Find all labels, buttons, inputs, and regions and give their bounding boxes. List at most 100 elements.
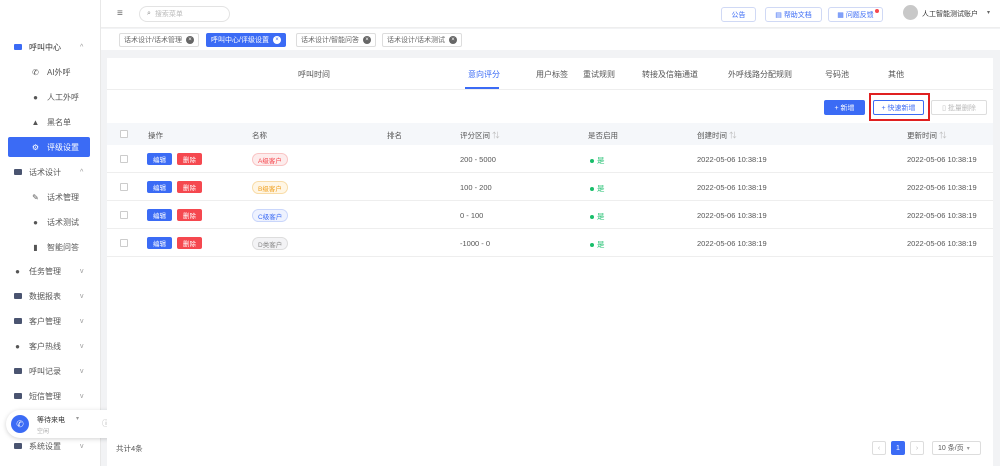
sidebar-item-smart-qa[interactable]: ▮ 智能问答 (0, 237, 101, 257)
settings-tabs: 呼叫时间 意向评分 用户标签 重试规则 转接及信箱通道 外呼线路分配规则 号码池… (107, 58, 993, 90)
table-row: 编辑 删除 D类客户 -1000 - 0 是 2022-05-06 10:38:… (107, 229, 993, 257)
main-content: + 新增 + 快速新增 ▯批量删除 操作 名称 排名 评分区间 ⇅ 是否启用 创… (107, 90, 993, 466)
help-docs-button[interactable]: ▤帮助文档 (765, 7, 822, 22)
next-page-button[interactable]: › (910, 441, 924, 455)
level-badge: B级客户 (252, 181, 288, 194)
sidebar-item-script-test[interactable]: ● 话术测试 (0, 212, 101, 232)
range-cell: 100 - 200 (460, 183, 492, 192)
page-size-select[interactable]: 10 条/页▾ (932, 441, 981, 455)
edit-button[interactable]: 编辑 (147, 181, 172, 193)
sort-icon: ⇅ (492, 131, 500, 140)
tab-other[interactable]: 其他 (888, 70, 904, 79)
menu-toggle-icon[interactable]: ≡ (117, 8, 123, 19)
table-header: 操作 名称 排名 评分区间 ⇅ 是否启用 创建时间 ⇅ 更新时间 ⇅ (107, 123, 993, 145)
nav-group-system[interactable]: 系统设置 v (0, 436, 101, 456)
th-created[interactable]: 创建时间 ⇅ (697, 131, 737, 140)
delete-button[interactable]: 删除 (177, 209, 202, 221)
nav-group-reports[interactable]: 数据报表 v (0, 286, 101, 306)
user-icon: ● (33, 92, 38, 102)
nav-group-hotline[interactable]: ● 客户热线 v (0, 336, 101, 356)
th-updated[interactable]: 更新时间 ⇅ (907, 131, 947, 140)
edit-button[interactable]: 编辑 (147, 209, 172, 221)
nav-group-sms[interactable]: 短信管理 v (0, 386, 101, 406)
th-range[interactable]: 评分区间 ⇅ (460, 131, 500, 140)
active-tab-indicator (465, 87, 499, 89)
updated-cell: 2022-05-06 10:38:19 (907, 239, 977, 248)
row-checkbox[interactable] (120, 239, 128, 247)
updated-cell: 2022-05-06 10:38:19 (907, 155, 977, 164)
nav-group-script-design[interactable]: 话术设计 ^ (0, 162, 101, 182)
updated-cell: 2022-05-06 10:38:19 (907, 183, 977, 192)
search-icon: ⌕ (147, 10, 151, 17)
customer-icon (13, 317, 22, 326)
range-cell: -1000 - 0 (460, 239, 491, 248)
tab-call-time[interactable]: 呼叫时间 (298, 70, 330, 79)
sidebar: 呼叫中心 ^ ✆ AI外呼 ● 人工外呼 ▲ 黑名单 ⚙ 评级设置 话术设计 ^… (0, 0, 101, 466)
tag-script-test[interactable]: 话术设计/话术测试× (382, 33, 462, 47)
table-row: 编辑 删除 A级客户 200 - 5000 是 2022-05-06 10:38… (107, 145, 993, 173)
tag-rating-settings[interactable]: 呼叫中心/评级设置× (206, 33, 286, 47)
phone-icon[interactable]: ✆ (11, 415, 29, 433)
prev-page-button[interactable]: ‹ (872, 441, 886, 455)
feedback-button[interactable]: ▦问题反馈 (828, 7, 883, 22)
page-number[interactable]: 1 (891, 441, 905, 455)
select-all-checkbox[interactable] (120, 130, 128, 138)
sidebar-item-ai-call[interactable]: ✆ AI外呼 (32, 67, 71, 77)
chevron-down-icon[interactable]: ▾ (76, 416, 80, 422)
info-icon[interactable]: ⓘ (102, 419, 110, 428)
top-header: ≡ ⌕ 搜索菜单 公告 ▤帮助文档 ▦问题反馈 人工智能测试账户 ▾ (101, 0, 1000, 28)
tag-smart-qa[interactable]: 话术设计/智能问答× (296, 33, 376, 47)
search-input[interactable]: ⌕ 搜索菜单 (139, 6, 230, 22)
range-cell: 0 - 100 (460, 211, 484, 220)
sidebar-item-script-manage[interactable]: ✎ 话术管理 (32, 192, 79, 202)
script-icon (13, 168, 22, 177)
delete-button[interactable]: 删除 (177, 237, 202, 249)
add-button[interactable]: + 新增 (824, 100, 865, 115)
th-rank: 排名 (387, 131, 402, 140)
nav-group-customers[interactable]: 客户管理 v (0, 311, 101, 331)
sidebar-item-rating-settings[interactable]: ⚙ 评级设置 (8, 137, 90, 157)
row-checkbox[interactable] (120, 183, 128, 191)
nav-group-call-center[interactable]: 呼叫中心 ^ (0, 37, 101, 57)
enabled-cell: 是 (590, 239, 605, 250)
nav-group-task[interactable]: ● 任务管理 v (0, 261, 101, 281)
notification-dot (875, 9, 879, 13)
docs-icon: ▤ (775, 11, 782, 19)
dial-title: 等待来电 (37, 417, 65, 424)
book-icon: ▮ (33, 242, 38, 252)
batch-delete-button[interactable]: ▯批量删除 (931, 100, 987, 115)
th-enabled: 是否启用 (588, 131, 618, 140)
created-cell: 2022-05-06 10:38:19 (697, 211, 767, 220)
row-checkbox[interactable] (120, 211, 128, 219)
message-icon (13, 392, 22, 401)
chevron-down-icon: ▾ (966, 445, 970, 452)
user-name[interactable]: 人工智能测试账户 (922, 11, 978, 18)
tab-retry-rules[interactable]: 重试规则 (583, 70, 615, 79)
phone-icon: ✆ (32, 67, 39, 77)
chevron-down-icon[interactable]: ▾ (987, 10, 991, 16)
sidebar-item-manual-call[interactable]: ● 人工外呼 (0, 87, 101, 107)
nav-group-call-records[interactable]: 呼叫记录 v (0, 361, 101, 381)
settings-icon: ⚙ (31, 142, 40, 152)
tab-number-pool[interactable]: 号码池 (825, 70, 849, 79)
tag-script-manage[interactable]: 话术设计/话术管理× (119, 33, 199, 47)
edit-button[interactable]: 编辑 (147, 153, 172, 165)
edit-button[interactable]: 编辑 (147, 237, 172, 249)
enabled-cell: 是 (590, 155, 605, 166)
quick-add-button[interactable]: + 快速新增 (873, 100, 924, 115)
tab-line-allocation[interactable]: 外呼线路分配规则 (728, 70, 792, 79)
enabled-cell: 是 (590, 211, 605, 222)
delete-button[interactable]: 删除 (177, 153, 202, 165)
trash-icon: ▯ (942, 104, 946, 112)
th-name: 名称 (252, 131, 267, 140)
sidebar-item-blacklist[interactable]: ▲ 黑名单 (31, 117, 71, 127)
announcement-button[interactable]: 公告 (721, 7, 756, 22)
tab-user-tags[interactable]: 用户标签 (536, 70, 568, 79)
avatar[interactable] (903, 5, 918, 20)
tab-transfer-mailbox[interactable]: 转接及信箱通道 (642, 70, 698, 79)
delete-button[interactable]: 删除 (177, 181, 202, 193)
row-checkbox[interactable] (120, 155, 128, 163)
tab-intent-score[interactable]: 意向评分 (468, 70, 500, 79)
close-icon: × (272, 36, 281, 44)
range-cell: 200 - 5000 (460, 155, 496, 164)
